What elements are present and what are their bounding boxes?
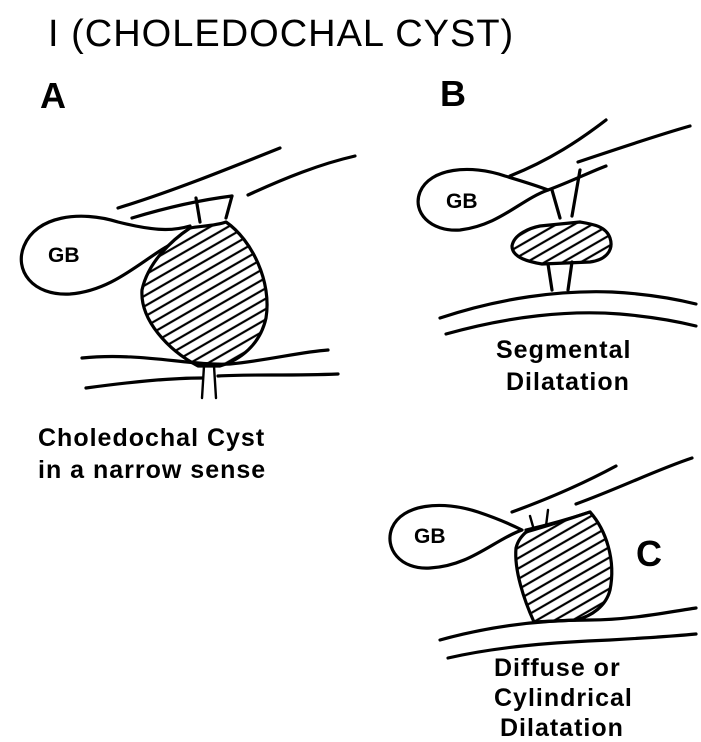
panel-a: A GB Choledochal Cyst in a narrow sense (21, 75, 355, 484)
figure-title: I (CHOLEDOCHAL CYST) (48, 13, 514, 55)
panel-a-caption-line1: Choledochal Cyst (38, 424, 265, 452)
panel-b-letter: B (440, 73, 466, 114)
panel-c-caption-line3: Dilatation (500, 714, 624, 742)
panel-b-duodenum-lower (446, 313, 696, 334)
panel-c-hepatic-duct-upper (512, 466, 616, 512)
panel-b-common-duct-right (572, 170, 580, 216)
panel-c-gallbladder (390, 505, 522, 568)
panel-a-hepatic-duct-right (248, 156, 355, 195)
panel-a-hepatic-duct-upper (118, 148, 280, 208)
panel-b-gallbladder (418, 169, 548, 230)
panel-a-ampulla (202, 366, 216, 398)
panel-b: B GB Segmental Dilatation (418, 73, 696, 396)
panel-a-gb-label: GB (48, 244, 80, 267)
panel-c-hepatic-duct-right (576, 458, 692, 504)
panel-c: GB C Diffuse or Cylindrical Dilatation (390, 458, 696, 742)
panel-b-common-duct-left (552, 190, 560, 218)
panel-a-caption-line2: in a narrow sense (38, 456, 266, 484)
panel-c-caption-line2: Cylindrical (494, 684, 633, 712)
panel-c-letter: C (636, 533, 662, 574)
panel-b-hepatic-duct-right (578, 126, 690, 162)
panel-a-duodenum-lower (86, 374, 338, 388)
panel-b-segmental-dilatation (512, 222, 611, 264)
panel-b-caption-line1: Segmental (496, 336, 631, 364)
panel-a-letter: A (40, 75, 66, 116)
panel-b-distal-duct (548, 262, 572, 290)
panel-b-caption-line2: Dilatation (506, 368, 630, 396)
panel-c-gb-label: GB (414, 525, 446, 548)
panel-b-hepatic-duct-upper (510, 120, 606, 176)
panel-b-gb-label: GB (446, 190, 478, 213)
panel-c-caption-line1: Diffuse or (494, 654, 621, 682)
